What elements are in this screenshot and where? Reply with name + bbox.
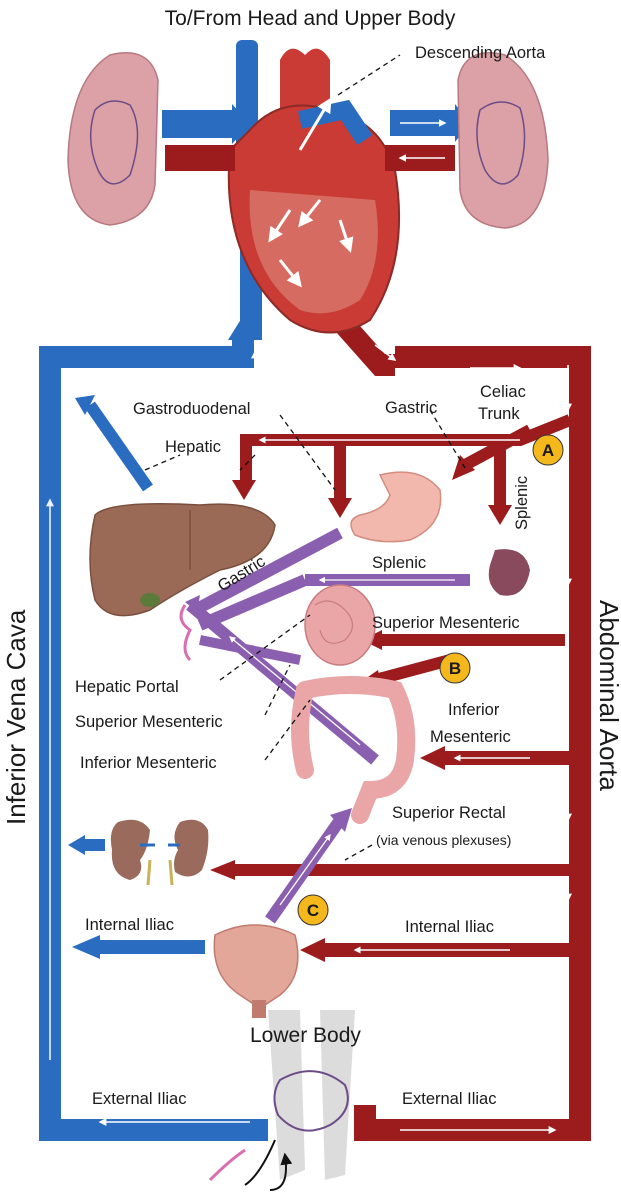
celiac-branches — [232, 414, 573, 525]
lower-body-legs — [208, 1010, 355, 1191]
external-iliac-vein — [40, 1118, 268, 1141]
label-lower-body: Lower Body — [250, 1024, 361, 1047]
label-abdominal-aorta: Abdominal Aorta — [594, 600, 621, 791]
badge-b: B — [439, 652, 471, 684]
parasite-icon — [179, 604, 192, 662]
hepatic-portal-system — [185, 527, 470, 924]
label-gastroduodenal: Gastroduodenal — [133, 400, 250, 418]
spleen — [488, 549, 530, 596]
pulmonary-vessels — [162, 104, 470, 171]
badge-c: C — [297, 894, 329, 926]
large-intestine — [291, 676, 416, 824]
liver — [89, 503, 276, 617]
label-superior-rectal: Superior Rectal — [392, 804, 506, 822]
internal-iliac-artery — [300, 938, 570, 962]
label-celiac-trunk-1: Celiac — [480, 383, 526, 401]
leader-lines — [144, 54, 466, 861]
bladder — [213, 924, 299, 1018]
stomach — [350, 471, 442, 543]
label-inferior-mesenteric-vein: Inferior Mesenteric — [80, 754, 217, 772]
label-splenic-vein: Splenic — [372, 554, 426, 572]
svg-text:A: A — [542, 441, 554, 460]
label-inferior-mesenteric-artery-2: Mesenteric — [430, 728, 511, 746]
label-descending-aorta: Descending Aorta — [415, 44, 546, 62]
label-via-venous-plexuses: (via venous plexuses) — [376, 832, 511, 848]
label-celiac-trunk-2: Trunk — [478, 405, 520, 423]
label-inferior-mesenteric-artery-1: Inferior — [448, 701, 500, 719]
label-internal-iliac-right: Internal Iliac — [405, 918, 494, 936]
label-external-iliac-left: External Iliac — [92, 1090, 186, 1108]
hepatic-vein — [75, 395, 153, 492]
label-gastric-artery: Gastric — [385, 399, 437, 417]
label-internal-iliac-left: Internal Iliac — [85, 916, 174, 934]
right-lung — [457, 52, 549, 229]
inferior-mesenteric-artery — [420, 746, 570, 770]
heart — [227, 40, 401, 340]
svg-text:C: C — [307, 901, 319, 920]
badge-a: A — [532, 434, 564, 466]
label-inferior-vena-cava: Inferior Vena Cava — [1, 609, 31, 825]
internal-iliac-vein — [72, 935, 205, 959]
label-superior-mesenteric-vein: Superior Mesenteric — [75, 713, 223, 731]
label-hepatic-portal: Hepatic Portal — [75, 678, 179, 696]
kidneys — [110, 819, 209, 886]
diagram-title: To/From Head and Upper Body — [165, 7, 456, 30]
renal-vein — [68, 835, 105, 855]
svg-text:B: B — [449, 659, 461, 678]
label-splenic-artery: Splenic — [513, 476, 531, 530]
external-iliac-artery — [354, 1105, 591, 1141]
abdominal-aorta-vessel — [331, 312, 591, 1140]
renal-artery — [210, 860, 570, 880]
label-hepatic-artery: Hepatic — [165, 438, 221, 456]
left-lung — [67, 52, 159, 226]
label-external-iliac-right: External Iliac — [402, 1090, 496, 1108]
small-intestine — [304, 584, 376, 666]
label-superior-mesenteric-artery: Superior Mesenteric — [372, 614, 520, 632]
